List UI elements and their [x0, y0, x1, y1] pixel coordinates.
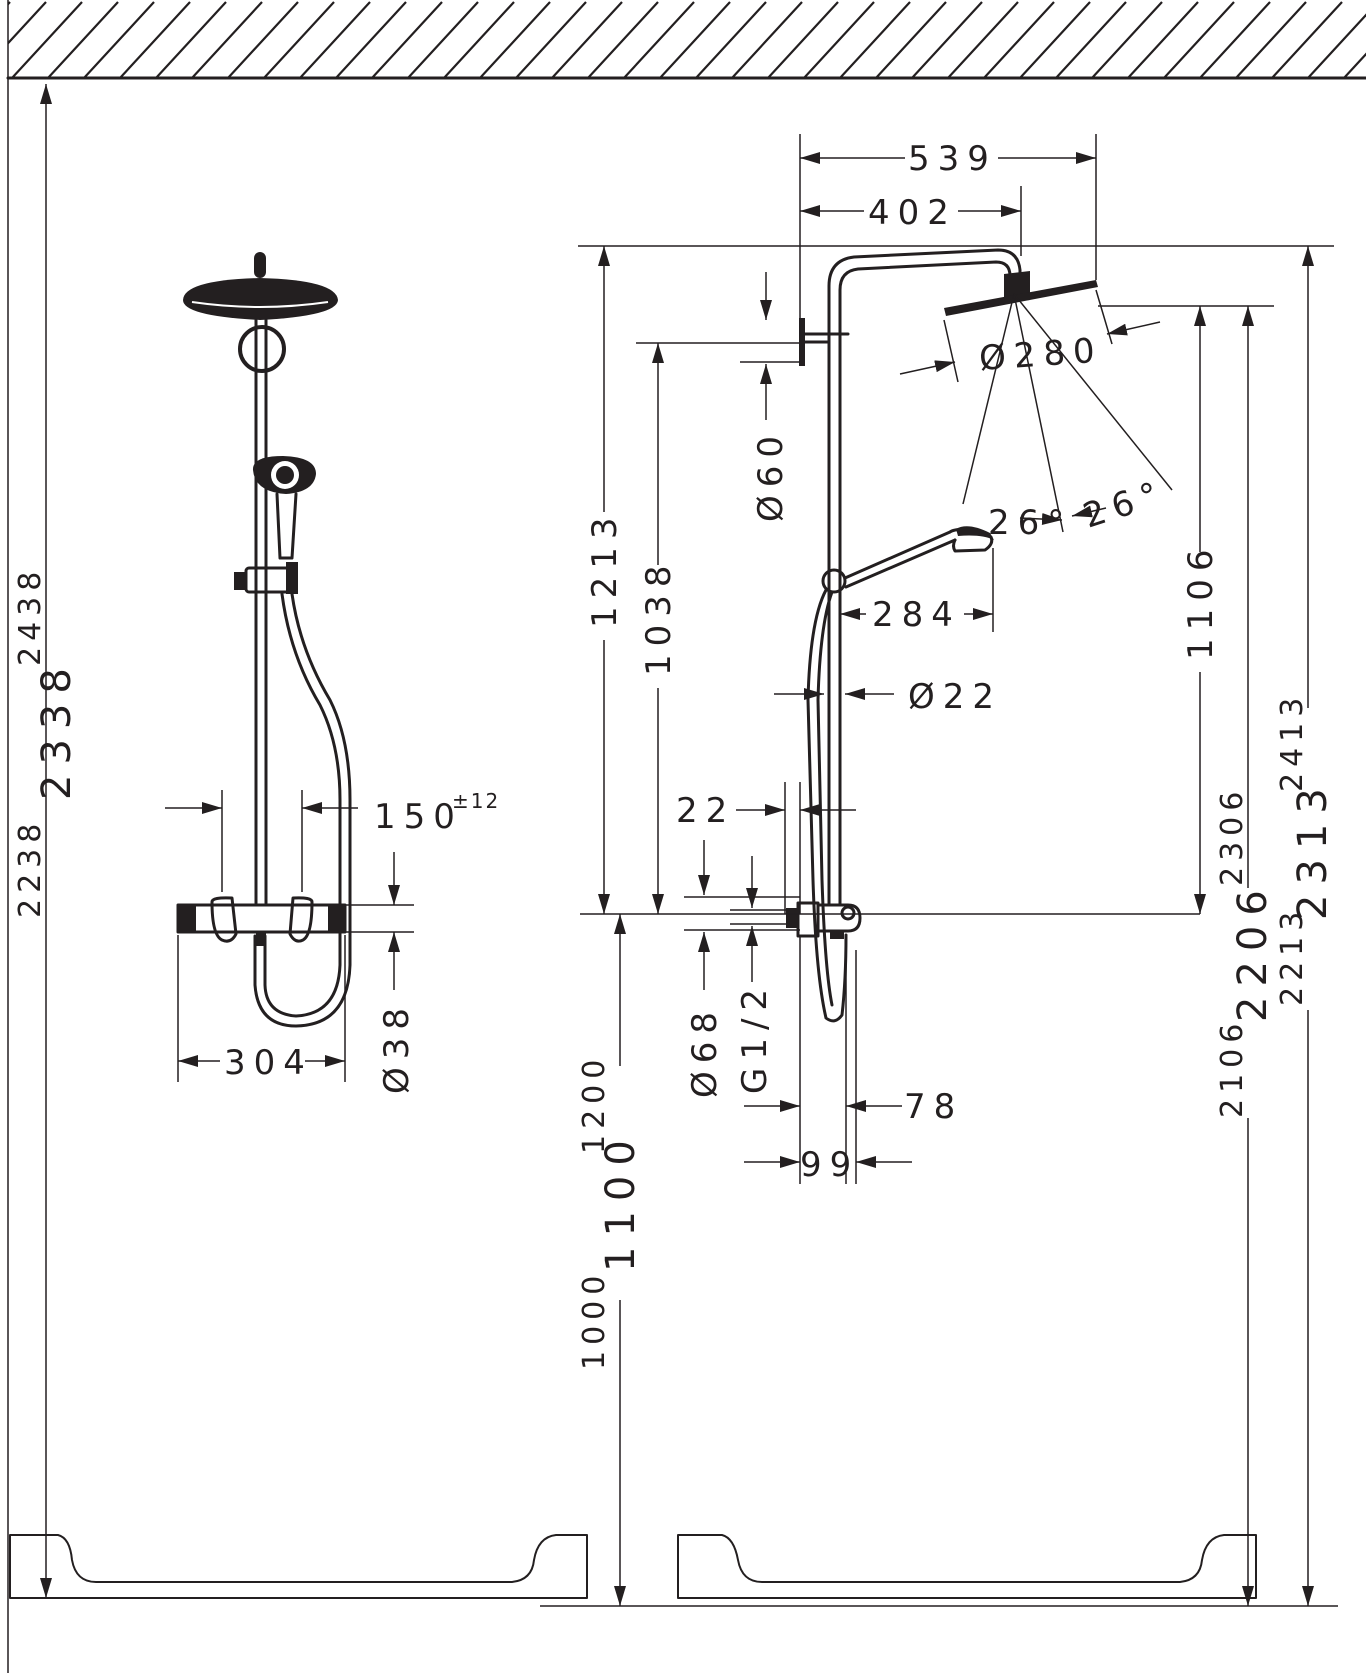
front-dims [40, 84, 414, 1598]
floor-tub-right [677, 1534, 1257, 1599]
label-284: 284 [872, 595, 961, 635]
label-angle-26-b: 26° [1078, 472, 1171, 536]
hatch-line [83, 1, 155, 78]
label-1200: 1200 [577, 1054, 612, 1154]
hatch-line [119, 1, 191, 78]
dimension-labels: 2438 2338 2238 150 ±12 304 Ø38 539 402 Ø… [13, 139, 1336, 1370]
hatch-line [659, 1, 731, 78]
hatch-line [407, 1, 479, 78]
hatch-line [551, 1, 623, 78]
label-diameter-60: Ø60 [751, 428, 791, 522]
hatch-line [1307, 13, 1366, 78]
ceiling-hatch [6, 1, 1366, 80]
hatch-line [1127, 1, 1199, 78]
label-99: 99 [800, 1145, 859, 1185]
hatch-line [1343, 52, 1366, 78]
label-150: 150 [374, 797, 463, 837]
side-dims [540, 134, 1338, 1607]
hatch-line [1091, 1, 1163, 78]
label-2206: 2206 [1230, 880, 1276, 1022]
hatch-line [8, 1, 47, 45]
label-22-offset: 22 [676, 791, 735, 831]
label-304: 304 [224, 1043, 313, 1083]
hatch-line [767, 1, 839, 78]
hatch-line [839, 1, 911, 78]
hatch-line [227, 1, 299, 78]
hatch-line [371, 1, 443, 78]
hatch-line [191, 1, 263, 78]
hatch-line [479, 1, 551, 78]
hatch-line [731, 1, 803, 78]
hatch-line [623, 1, 695, 78]
label-diameter-68: Ø68 [685, 1004, 725, 1098]
label-2438: 2438 [13, 566, 48, 666]
floor-tub-left [9, 1534, 588, 1599]
label-2106: 2106 [1215, 1018, 1250, 1118]
label-1038: 1038 [639, 557, 679, 676]
hatch-line [1235, 1, 1307, 78]
label-diameter-38: Ø38 [377, 1000, 417, 1094]
hatch-line [1019, 1, 1091, 78]
hatch-line [263, 1, 335, 78]
hatch-line [1055, 1, 1127, 78]
label-150-tolerance: ±12 [452, 789, 500, 813]
hatch-line [299, 1, 371, 78]
label-2413: 2413 [1275, 692, 1310, 792]
hatch-line [11, 1, 83, 78]
label-angle-26-a: 26° [988, 503, 1072, 543]
label-1100: 1100 [598, 1130, 644, 1272]
hatch-line [335, 1, 407, 78]
label-2238: 2238 [13, 818, 48, 918]
label-1213: 1213 [585, 509, 625, 628]
hatch-line [803, 1, 875, 78]
hatch-line [947, 1, 1019, 78]
label-2313: 2313 [1290, 778, 1336, 920]
hatch-line [443, 1, 515, 78]
label-78: 78 [904, 1087, 963, 1127]
label-2213: 2213 [1275, 906, 1310, 1006]
label-2338: 2338 [34, 658, 80, 800]
hatch-line [47, 1, 119, 78]
label-539: 539 [908, 139, 997, 179]
hatch-line [911, 1, 983, 78]
hatch-line [875, 1, 947, 78]
label-2306: 2306 [1215, 786, 1250, 886]
front-view-shower [176, 252, 352, 1028]
hatch-line [1163, 1, 1235, 78]
label-1000: 1000 [577, 1270, 612, 1370]
hatch-line [1199, 1, 1271, 78]
label-g-thread: G1/2 [735, 981, 775, 1094]
hatch-line [983, 1, 1055, 78]
hatch-line [1271, 1, 1343, 78]
hatch-line [695, 1, 767, 78]
hatch-line [155, 1, 227, 78]
label-diameter-22: Ø22 [908, 677, 1002, 717]
label-1106: 1106 [1181, 541, 1221, 660]
hatch-line [515, 1, 587, 78]
label-diameter-280: Ø280 [978, 330, 1104, 379]
hatch-line [587, 1, 659, 78]
label-402: 402 [868, 193, 957, 233]
